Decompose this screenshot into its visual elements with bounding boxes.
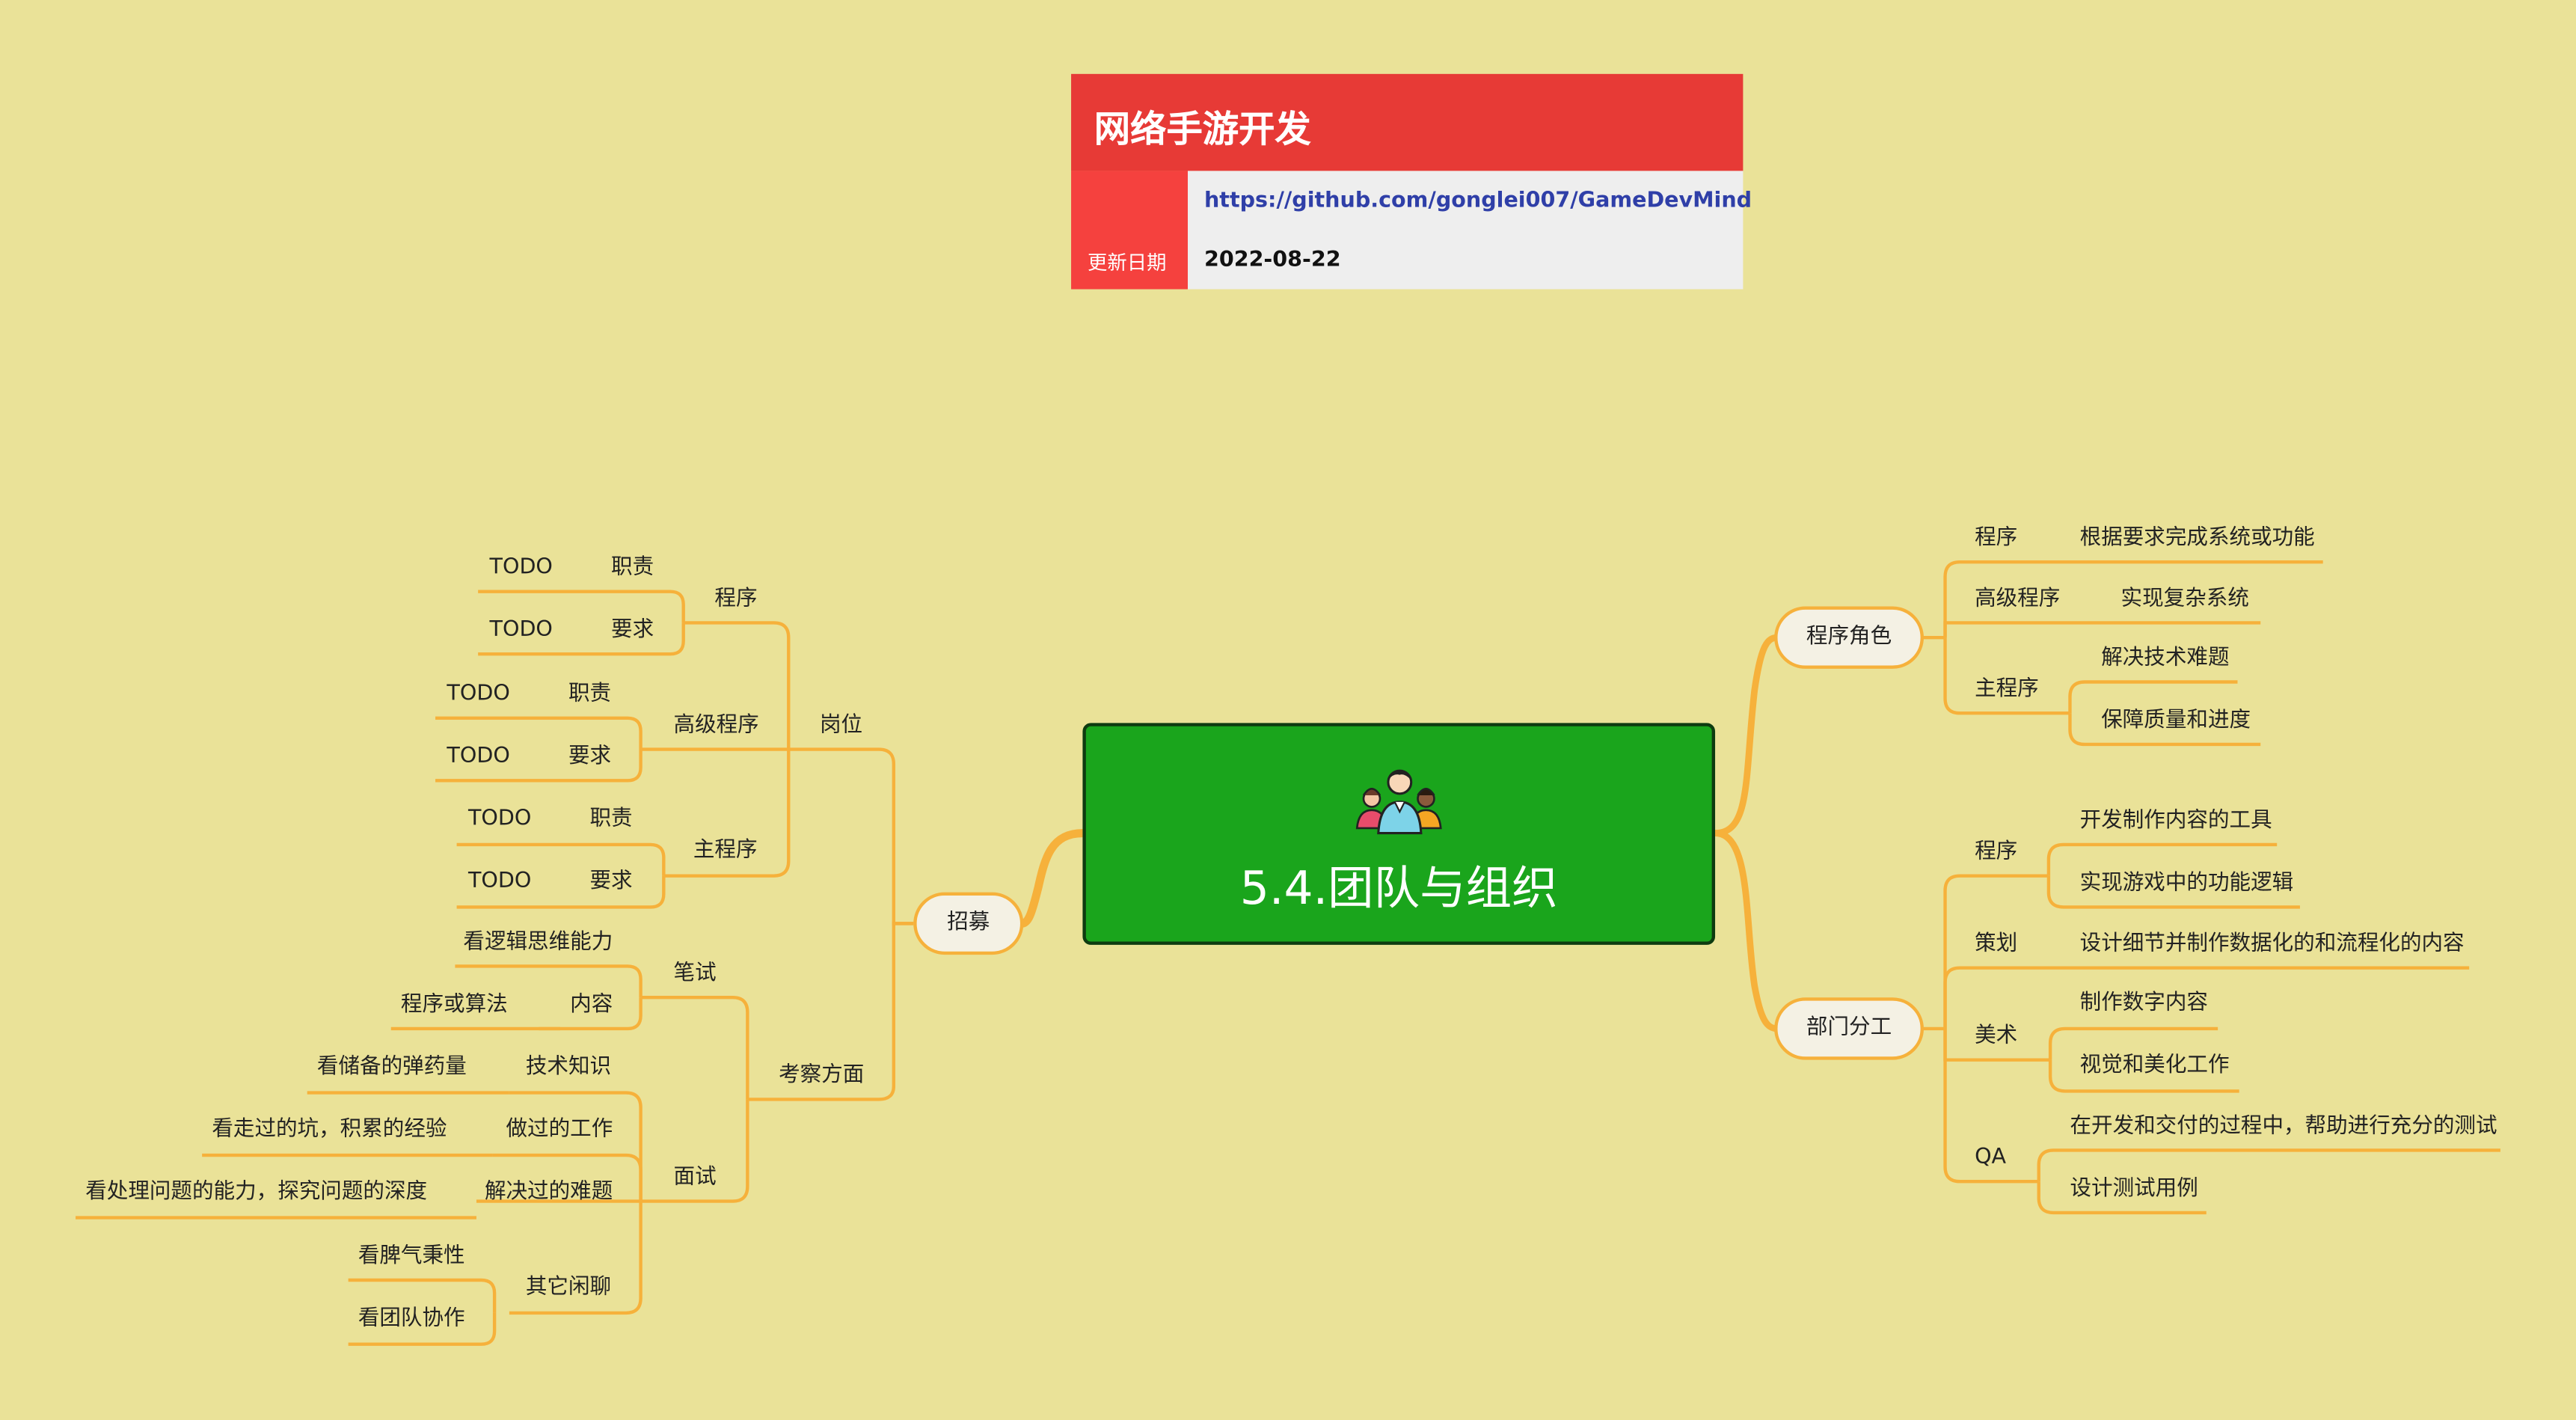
role-senior-desc[interactable]: 实现复杂系统 bbox=[2120, 587, 2249, 612]
interview-work-detail[interactable]: 看走过的坑，积累的经验 bbox=[212, 1117, 447, 1142]
node-interview[interactable]: 面试 bbox=[673, 1165, 717, 1190]
header-card: 网络手游开发 更新日期 https://github.com/gonglei00… bbox=[1071, 73, 1752, 290]
node-positions-lead[interactable]: 主程序 bbox=[693, 838, 758, 863]
chat-teamwork[interactable]: 看团队协作 bbox=[358, 1306, 465, 1332]
role-program-desc[interactable]: 根据要求完成系统或功能 bbox=[2079, 525, 2315, 551]
role-program[interactable]: 程序 bbox=[1975, 525, 2018, 551]
div-qa-2[interactable]: 设计测试用例 bbox=[2070, 1176, 2198, 1202]
header-info-panel bbox=[1187, 171, 1744, 290]
program-req[interactable]: 要求 bbox=[611, 617, 654, 643]
div-qa[interactable]: QA bbox=[1975, 1145, 2007, 1170]
program-duty[interactable]: 职责 bbox=[611, 555, 654, 581]
written-logic[interactable]: 看逻辑思维能力 bbox=[463, 930, 613, 955]
role-lead[interactable]: 主程序 bbox=[1975, 676, 2039, 702]
div-art-2[interactable]: 视觉和美化工作 bbox=[2079, 1053, 2230, 1078]
interview-problem-detail[interactable]: 看处理问题的能力，探究问题的深度 bbox=[85, 1180, 428, 1205]
header-title: 网络手游开发 bbox=[1094, 110, 1311, 152]
interview-tech-detail[interactable]: 看储备的弹药量 bbox=[316, 1055, 467, 1080]
central-title: 5.4.团队与组织 bbox=[1239, 860, 1558, 916]
div-design[interactable]: 策划 bbox=[1975, 931, 2018, 957]
header-side-bar bbox=[1071, 171, 1188, 290]
interview-problem[interactable]: 解决过的难题 bbox=[484, 1180, 613, 1205]
role-lead-desc-1[interactable]: 解决技术难题 bbox=[2101, 646, 2230, 671]
node-division[interactable]: 部门分工 bbox=[1774, 997, 1924, 1060]
update-date: 2022-08-22 bbox=[1203, 248, 1341, 273]
date-label: 更新日期 bbox=[1088, 251, 1167, 275]
div-program-2[interactable]: 实现游戏中的功能逻辑 bbox=[2079, 871, 2294, 896]
div-art[interactable]: 美术 bbox=[1975, 1023, 2018, 1049]
div-program[interactable]: 程序 bbox=[1975, 839, 2018, 865]
senior-req[interactable]: 要求 bbox=[568, 744, 612, 769]
node-recruit[interactable]: 招募 bbox=[913, 892, 1024, 955]
node-positions[interactable]: 岗位 bbox=[820, 713, 863, 738]
div-art-1[interactable]: 制作数字内容 bbox=[2079, 991, 2208, 1016]
program-duty-todo[interactable]: TODO bbox=[489, 555, 553, 581]
div-program-1[interactable]: 开发制作内容的工具 bbox=[2079, 808, 2272, 833]
interview-tech[interactable]: 技术知识 bbox=[525, 1055, 612, 1080]
written-content-detail[interactable]: 程序或算法 bbox=[400, 992, 508, 1017]
senior-req-todo[interactable]: TODO bbox=[447, 744, 510, 769]
team-people-icon bbox=[1355, 769, 1442, 835]
senior-duty-todo[interactable]: TODO bbox=[447, 682, 510, 707]
node-positions-program[interactable]: 程序 bbox=[714, 587, 758, 612]
div-qa-1[interactable]: 在开发和交付的过程中，帮助进行充分的测试 bbox=[2070, 1114, 2497, 1139]
node-assessment[interactable]: 考察方面 bbox=[779, 1063, 865, 1089]
node-written[interactable]: 笔试 bbox=[673, 961, 717, 986]
lead-req[interactable]: 要求 bbox=[589, 869, 633, 894]
written-content[interactable]: 内容 bbox=[570, 992, 613, 1017]
role-senior[interactable]: 高级程序 bbox=[1975, 587, 2061, 612]
interview-chat[interactable]: 其它闲聊 bbox=[525, 1275, 612, 1300]
lead-duty-todo[interactable]: TODO bbox=[467, 807, 532, 832]
repo-link[interactable]: https://github.com/gonglei007/GameDevMin… bbox=[1203, 189, 1752, 214]
central-topic[interactable]: 5.4.团队与组织 bbox=[1082, 723, 1716, 945]
role-lead-desc-2[interactable]: 保障质量和进度 bbox=[2101, 708, 2251, 733]
node-roles[interactable]: 程序角色 bbox=[1774, 606, 1924, 669]
senior-duty[interactable]: 职责 bbox=[568, 682, 612, 707]
interview-work[interactable]: 做过的工作 bbox=[506, 1117, 613, 1142]
header-title-bar bbox=[1071, 73, 1744, 171]
lead-req-todo[interactable]: TODO bbox=[467, 869, 532, 894]
chat-temper[interactable]: 看脾气秉性 bbox=[358, 1243, 465, 1269]
program-req-todo[interactable]: TODO bbox=[489, 617, 553, 643]
node-positions-senior[interactable]: 高级程序 bbox=[673, 713, 759, 738]
lead-duty[interactable]: 职责 bbox=[589, 807, 633, 832]
div-design-desc[interactable]: 设计细节并制作数据化的和流程化的内容 bbox=[2079, 931, 2465, 957]
